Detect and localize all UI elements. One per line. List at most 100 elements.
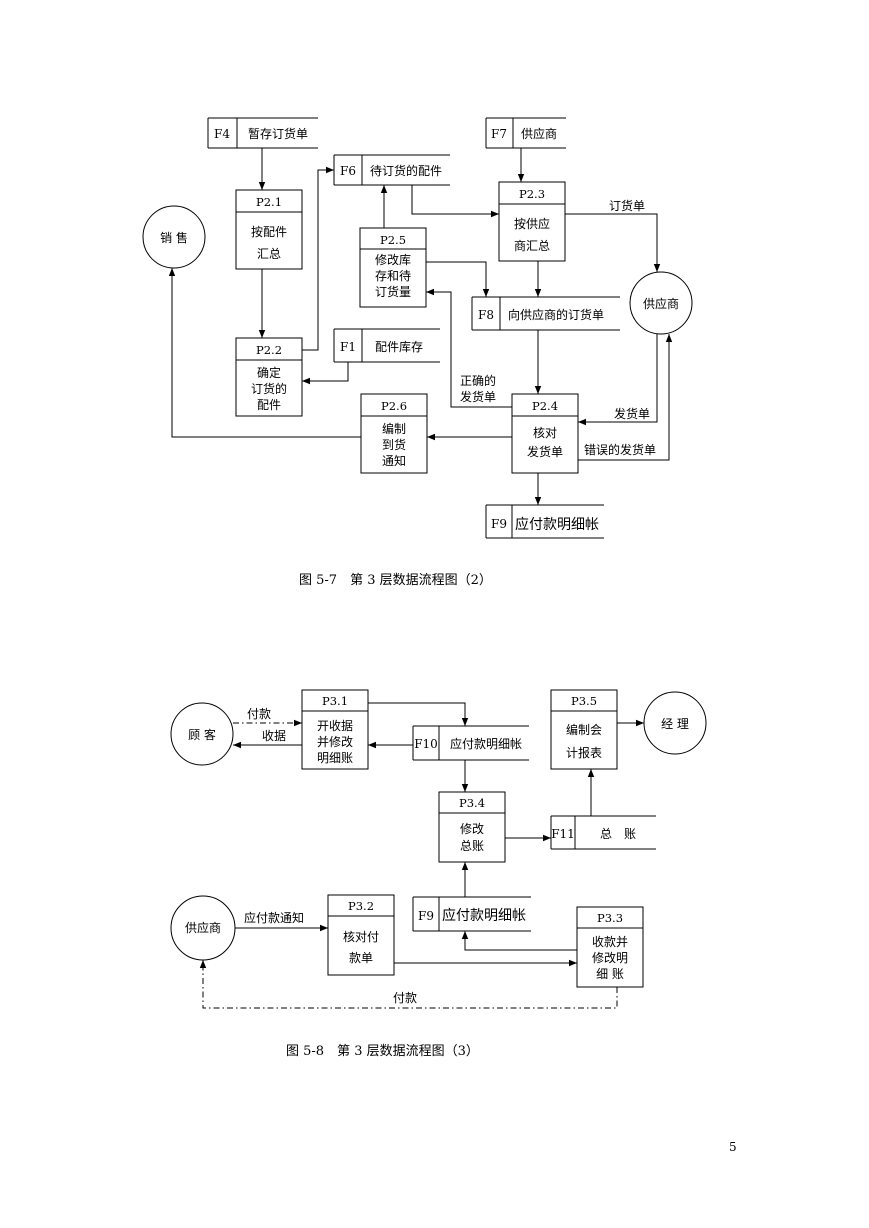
process-p3-3-line1: 收款并 — [592, 935, 628, 949]
process-p2-3-id: P2.3 — [519, 187, 545, 201]
process-p2-2-id: P2.2 — [256, 343, 282, 357]
flow-p24-supplier — [578, 334, 673, 461]
process-p3-1-line3: 明细账 — [317, 751, 353, 765]
store-f7-id: F7 — [491, 127, 507, 141]
process-p3-1-line2: 并修改 — [317, 734, 353, 749]
process-p3-5-id: P3.5 — [571, 694, 597, 708]
store-f4-label: 暂存订货单 — [248, 126, 308, 141]
store-f11-label: 总 账 — [600, 827, 636, 841]
entity-supplier-label: 供应商 — [643, 296, 679, 311]
process-p2-1-line2: 汇总 — [257, 247, 281, 261]
store-f1: F1 配件库存 — [333, 328, 440, 363]
store-f1-id: F1 — [340, 340, 356, 354]
process-p2-6-line2: 到货 — [382, 437, 406, 452]
process-p3-3-line3: 细 账 — [596, 967, 624, 981]
process-p3-3-line2: 修改明 — [592, 950, 628, 965]
store-f8-id: F8 — [478, 308, 494, 322]
store-f10-id: F10 — [414, 737, 438, 751]
process-p3-4-line1: 修改 — [460, 821, 484, 836]
store-f11: F11 总 账 — [550, 815, 656, 850]
process-p3-4: P3.4 修改 总账 — [438, 791, 506, 863]
store-f9-2: F9 应付款明细帐 — [412, 896, 531, 932]
process-p2-6-id: P2.6 — [381, 399, 407, 413]
process-p3-1-id: P3.1 — [322, 694, 348, 708]
store-f7-label: 供应商 — [521, 126, 557, 141]
process-p2-5: P2.5 修改库 存和待 订货量 — [359, 227, 427, 308]
flow-p31-f10 — [368, 702, 469, 726]
process-p2-1-id: P2.1 — [256, 195, 282, 209]
store-f6: F6 待订货的配件 — [333, 154, 450, 186]
store-f7: F7 供应商 — [485, 117, 566, 149]
process-p3-3: P3.3 收款并 修改明 细 账 — [576, 906, 644, 988]
process-p3-5-line1: 编制会 — [566, 722, 602, 737]
store-f9-label: 应付款明细帐 — [515, 516, 599, 533]
store-f9-2-label: 应付款明细帐 — [442, 907, 526, 924]
process-p2-2-line1: 确定 — [257, 365, 281, 380]
label-order: 订货单 — [609, 198, 645, 213]
process-p2-3-line2: 商汇总 — [514, 238, 550, 253]
entity-manager: 经 理 — [643, 691, 707, 755]
process-p3-5-line2: 计报表 — [566, 745, 602, 760]
flow-p33-f9 — [461, 931, 577, 951]
store-f8: F8 向供应商的订货单 — [471, 296, 620, 331]
flows-diagram-2: 付款 收据 应付款通知 付款 — [199, 702, 644, 1009]
process-p3-2-line1: 核对付 — [343, 930, 379, 944]
store-f6-label: 待订货的配件 — [370, 163, 442, 178]
process-p2-6-line1: 编制 — [382, 421, 406, 436]
process-p3-1: P3.1 开收据 并修改 明细账 — [301, 689, 369, 770]
label-correct-1: 正确的 — [460, 373, 496, 388]
process-p3-3-id: P3.3 — [597, 911, 623, 925]
entity-sales: 销 售 — [142, 205, 206, 269]
store-f11-id: F11 — [551, 827, 575, 841]
process-p3-1-line1: 开收据 — [317, 719, 353, 733]
entity-supplier: 供应商 — [629, 271, 693, 335]
entity-sales-label: 销 售 — [160, 230, 188, 245]
process-p2-1-line1: 按配件 — [251, 225, 287, 239]
flow-p24-p25 — [426, 288, 512, 408]
process-p2-5-line2: 存和待 — [375, 269, 411, 283]
flow-p23-supplier — [565, 213, 661, 272]
flow-f1-p22 — [302, 362, 349, 385]
label-receipt: 收据 — [262, 729, 286, 743]
process-p3-2-line2: 款单 — [349, 951, 373, 965]
flow-f6-p23 — [411, 185, 499, 218]
store-f10-label: 应付款明细帐 — [450, 736, 522, 751]
label-invoice: 发货单 — [614, 406, 650, 421]
process-p2-5-id: P2.5 — [380, 233, 406, 247]
process-p2-4: P2.4 核对 发货单 — [511, 393, 579, 474]
process-p3-4-id: P3.4 — [459, 796, 485, 810]
entity-customer-label: 顾 客 — [188, 727, 216, 742]
process-p2-2-line3: 配件 — [257, 398, 281, 412]
flow-p26-sales — [168, 268, 361, 438]
process-p2-2: P2.2 确定 订货的 配件 — [235, 337, 303, 417]
process-p2-2-line2: 订货的 — [251, 381, 287, 396]
flow-p25-f8 — [426, 261, 490, 297]
process-p2-5-line3: 订货量 — [375, 284, 411, 299]
label-payable-notice: 应付款通知 — [244, 910, 304, 925]
process-p2-6-line3: 通知 — [382, 454, 406, 468]
label-wrong-invoice: 错误的发货单 — [584, 442, 656, 457]
store-f1-label: 配件库存 — [375, 339, 423, 354]
entity-supplier-2: 供应商 — [170, 895, 236, 961]
process-p2-4-line2: 发货单 — [527, 444, 563, 459]
flow-supplier-p24 — [578, 334, 658, 426]
process-p2-4-line1: 核对 — [533, 426, 557, 440]
figure-caption-5-8: 图 5-8 第 3 层数据流程图（3） — [286, 1044, 479, 1059]
label-correct-2: 发货单 — [460, 389, 496, 404]
store-f10: F10 应付款明细帐 — [412, 725, 529, 761]
diagram-5-7: F4 暂存订货单 F7 供应商 F6 待订货的配件 F1 配件库存 F8 向供应… — [142, 117, 693, 539]
entity-customer: 顾 客 — [170, 702, 234, 766]
process-p3-2: P3.2 核对付 款单 — [327, 894, 395, 976]
process-p2-3-line1: 按供应 — [514, 216, 550, 231]
store-f9-id: F9 — [491, 517, 507, 531]
label-pay: 付款 — [247, 707, 271, 721]
store-f9-2-id: F9 — [418, 909, 434, 923]
entity-manager-label: 经 理 — [661, 717, 689, 731]
process-p3-2-id: P3.2 — [348, 899, 374, 913]
label-pay-bottom: 付款 — [393, 991, 417, 1005]
figure-caption-5-7: 图 5-7 第 3 层数据流程图（2） — [299, 573, 492, 588]
store-f6-id: F6 — [340, 164, 356, 178]
store-f4: F4 暂存订货单 — [207, 117, 318, 149]
process-p2-6: P2.6 编制 到货 通知 — [360, 393, 428, 474]
